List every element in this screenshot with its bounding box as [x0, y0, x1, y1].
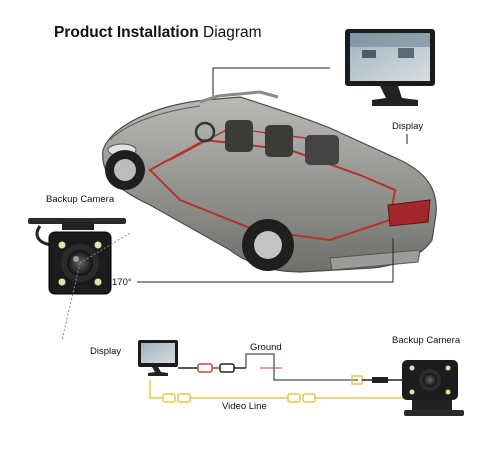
- angle-line-upper: [79, 232, 131, 264]
- car-xray-illustration: [102, 90, 437, 273]
- label-ground: Ground: [250, 342, 282, 353]
- bottom-display-monitor: [138, 340, 178, 376]
- diagram-title: Product Installation Diagram: [54, 24, 262, 42]
- label-display-top: Display: [392, 121, 424, 132]
- video-cable: [149, 380, 406, 403]
- top-display-monitor: [345, 29, 435, 106]
- label-backup-camera-right: Backup Camera: [392, 335, 461, 346]
- title-regular: Diagram: [203, 24, 262, 41]
- camera-leader-line: [137, 238, 394, 283]
- ground-cable: [351, 375, 408, 385]
- power-cable: [178, 353, 358, 381]
- backup-camera-small: [402, 360, 464, 416]
- title-bold: Product Installation: [54, 24, 199, 41]
- label-video-line: Video Line: [222, 401, 267, 412]
- label-backup-camera-left: Backup Camera: [46, 194, 115, 205]
- label-display-bottom: Display: [90, 346, 122, 357]
- label-angle: 170°: [112, 277, 132, 288]
- angle-line-lower: [61, 262, 81, 341]
- display-leader-line: [212, 67, 330, 98]
